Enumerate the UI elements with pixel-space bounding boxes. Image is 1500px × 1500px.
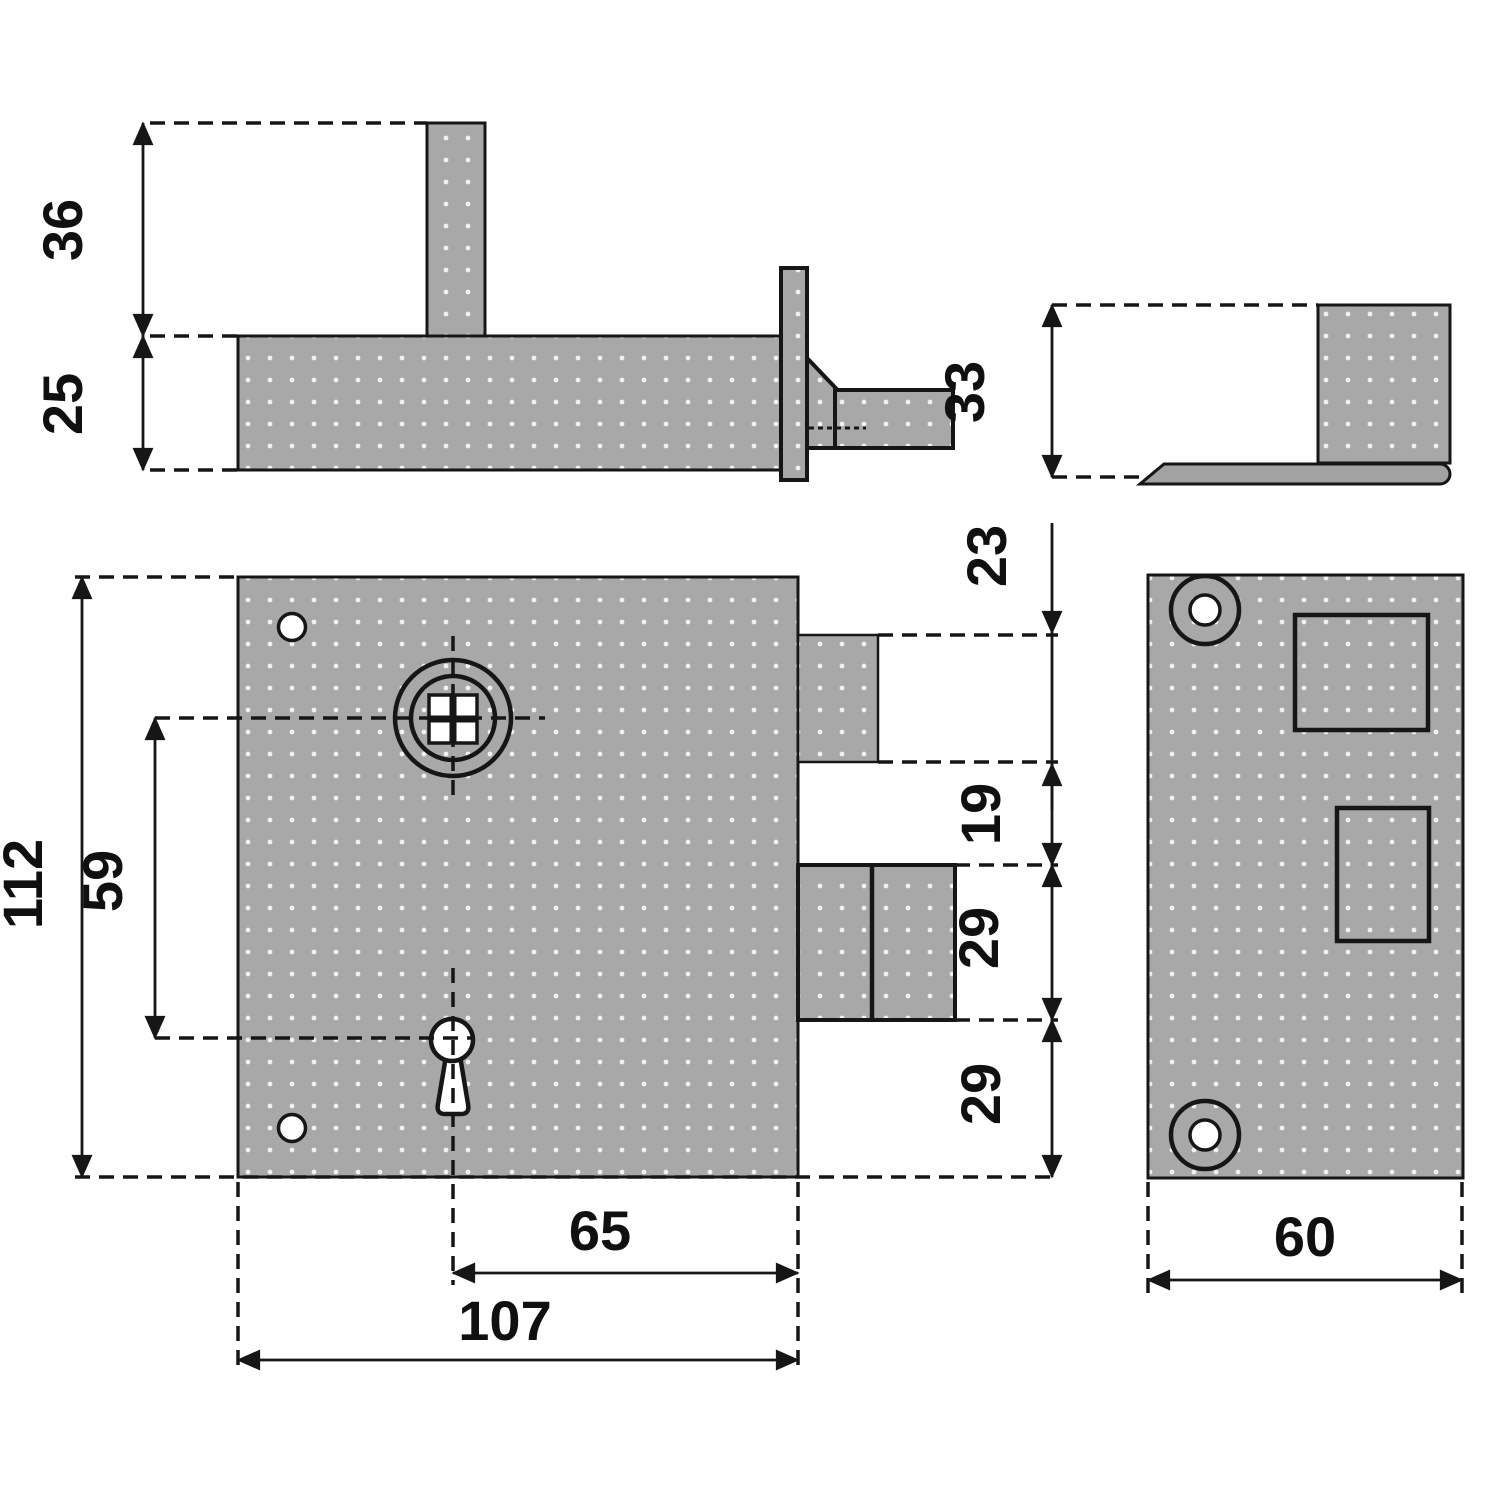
strike-screw-countersink-bottom bbox=[1168, 1098, 1242, 1172]
faceplate-top bbox=[779, 266, 809, 482]
strike-box-side bbox=[1316, 303, 1452, 465]
strike-deadbolt-opening bbox=[1334, 805, 1432, 944]
strike-screw-countersink-top bbox=[1168, 573, 1242, 647]
strike-flange-side bbox=[1135, 462, 1452, 486]
dim-59-label: 59 bbox=[71, 850, 134, 912]
strike-latch-opening bbox=[1292, 612, 1431, 733]
screw-hole-bottom bbox=[276, 1112, 308, 1144]
view-strike-front: 60 bbox=[1146, 573, 1465, 1302]
deadbolt-front bbox=[796, 863, 957, 1022]
dim-19-label: 19 bbox=[949, 783, 1012, 845]
dim-60-label: 60 bbox=[1274, 1205, 1336, 1268]
view-front: 112 59 23 19 29 29 65 107 bbox=[0, 523, 1063, 1372]
screw-hole-top bbox=[276, 611, 308, 643]
dim-112-label: 112 bbox=[0, 839, 54, 929]
strike-plate-front bbox=[1146, 573, 1465, 1180]
strike-screw-hole-bottom bbox=[1188, 1118, 1222, 1152]
latch-bolt-front bbox=[796, 633, 880, 764]
dim-25-label: 25 bbox=[31, 373, 94, 435]
dim-65-label: 65 bbox=[569, 1199, 631, 1262]
spindle-post-top bbox=[425, 121, 487, 340]
strike-screw-hole-top bbox=[1188, 593, 1222, 627]
keyhole-slot bbox=[435, 1053, 471, 1117]
latch-bolt-top bbox=[833, 388, 955, 450]
dim-33-label: 33 bbox=[933, 361, 996, 423]
view-top: 36 25 bbox=[31, 121, 955, 482]
lock-case-front bbox=[236, 575, 800, 1179]
dim-29a-label: 29 bbox=[947, 907, 1010, 969]
dim-107-label: 107 bbox=[458, 1289, 551, 1352]
view-strike-side: 33 bbox=[933, 303, 1452, 486]
dim-29b-label: 29 bbox=[949, 1063, 1012, 1125]
dim-23-label: 23 bbox=[955, 525, 1018, 587]
dim-36-label: 36 bbox=[31, 199, 94, 261]
lock-case-top bbox=[236, 334, 783, 472]
